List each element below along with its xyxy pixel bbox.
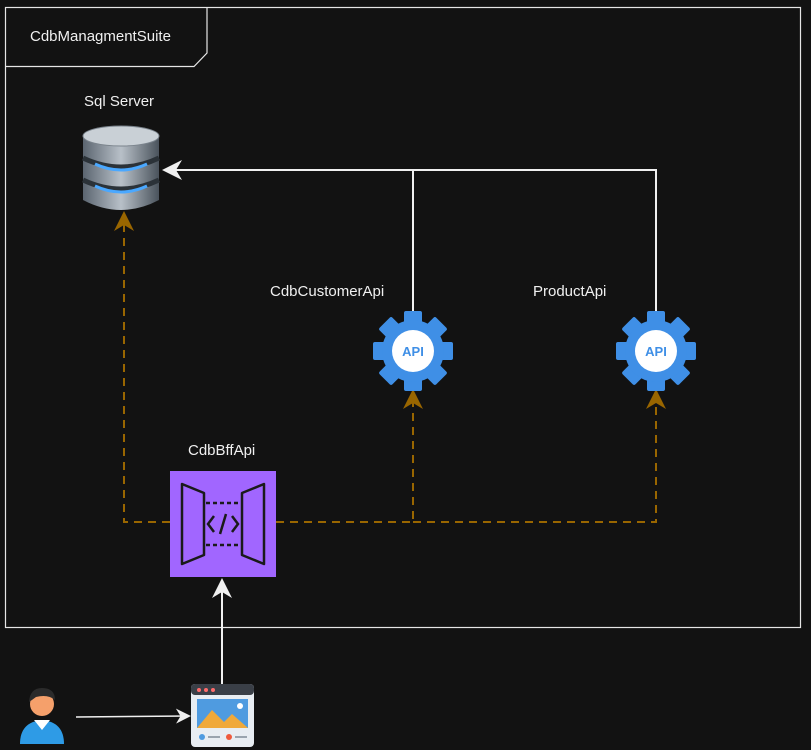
user-avatar-icon[interactable]	[20, 688, 64, 744]
customer-api-label: CdbCustomerApi	[270, 283, 385, 300]
svg-text:API: API	[645, 344, 667, 359]
customer-api-gear-icon[interactable]: API	[373, 311, 453, 391]
database-icon[interactable]	[81, 125, 161, 210]
svg-text:API: API	[402, 344, 424, 359]
group-title: CdbManagmentSuite	[30, 28, 171, 45]
group-container	[4, 6, 802, 629]
product-api-gear-icon[interactable]: API	[616, 311, 696, 391]
api-gateway-icon[interactable]	[170, 471, 276, 577]
edge-bff-to-sql	[114, 211, 170, 523]
web-app-icon[interactable]	[191, 684, 254, 747]
bff-api-label: CdbBffApi	[188, 442, 256, 459]
edge-bff-to-customer-api	[276, 389, 423, 523]
sql-server-label: Sql Server	[84, 93, 155, 110]
edge-user-to-web	[75, 708, 191, 724]
edge-bff-to-product-api	[413, 389, 666, 523]
edge-apis-to-sql	[162, 160, 657, 312]
product-api-label: ProductApi	[533, 283, 607, 300]
